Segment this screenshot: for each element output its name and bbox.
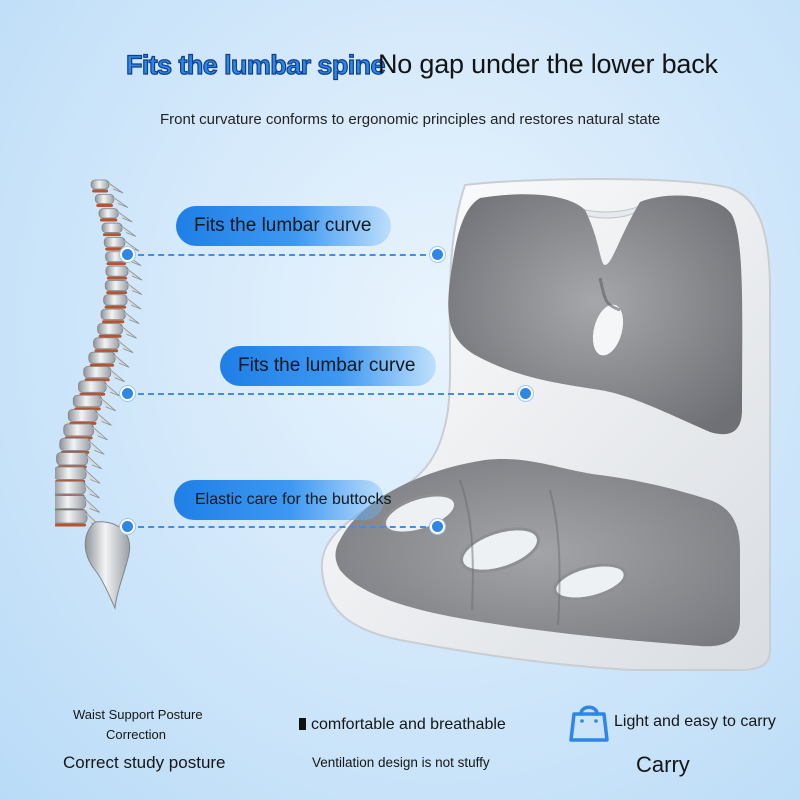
feature-1-line-2: Correction bbox=[106, 727, 166, 742]
feature-2-title-text: comfortable and breathable bbox=[311, 716, 506, 733]
leader-dot-spine-1 bbox=[120, 247, 135, 262]
callout-pill-lumbar-1: Fits the lumbar curve bbox=[176, 206, 391, 246]
callout-pill-buttocks: Elastic care for the buttocks bbox=[174, 480, 392, 520]
subtitle: Front curvature conforms to ergonomic pr… bbox=[160, 111, 661, 128]
spine-illustration bbox=[55, 179, 143, 610]
shopping-bag-icon bbox=[569, 705, 609, 742]
headline-rest: No gap under the lower back bbox=[378, 49, 718, 79]
posture-seat-product bbox=[320, 178, 771, 671]
leader-line-2 bbox=[128, 393, 524, 395]
leader-dot-seat-3 bbox=[430, 519, 445, 534]
feature-2-caption: Ventilation design is not stuffy bbox=[312, 755, 490, 770]
feature-1-caption: Correct study posture bbox=[63, 753, 226, 772]
feature-3-caption: Carry bbox=[636, 752, 690, 777]
leader-dot-spine-3 bbox=[120, 519, 135, 534]
callout-pill-lumbar-2: Fits the lumbar curve bbox=[220, 346, 436, 386]
leader-line-3 bbox=[128, 526, 436, 528]
feature-1-line-1: Waist Support Posture bbox=[73, 707, 203, 722]
feature-3-title: Light and easy to carry bbox=[614, 713, 776, 730]
leader-dot-seat-1 bbox=[430, 247, 445, 262]
box-glyph-icon bbox=[299, 718, 306, 730]
leader-dot-seat-2 bbox=[518, 386, 533, 401]
headline-highlight: Fits the lumbar spine bbox=[125, 49, 386, 80]
feature-2-title: comfortable and breathable bbox=[299, 716, 506, 734]
leader-dot-spine-2 bbox=[120, 386, 135, 401]
leader-line-1 bbox=[128, 254, 436, 256]
